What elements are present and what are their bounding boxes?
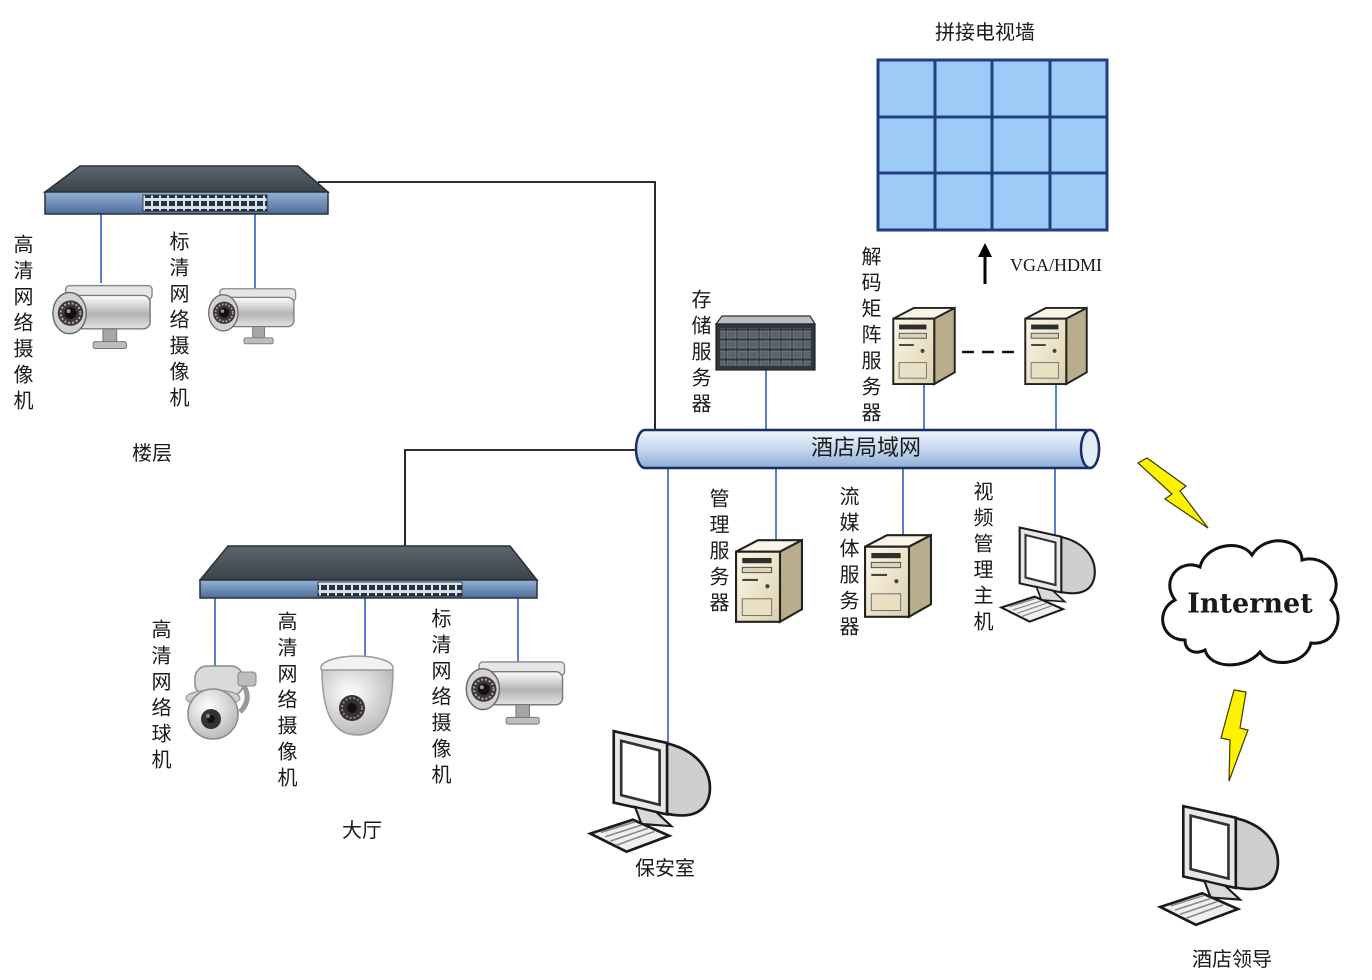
floor-camera-label: 标清网络摄像机 [166, 231, 190, 413]
video-wall-label: 拼接电视墙 [935, 20, 1035, 44]
floor-uplink [318, 181, 656, 431]
floor-camera-label: 高清网络摄像机 [10, 234, 34, 416]
desktop-computer-icon [1000, 526, 1096, 623]
floor-switch [42, 165, 331, 215]
lobby-label: 大厅 [342, 818, 382, 842]
lan-label: 酒店局域网 [810, 436, 922, 461]
video-wall-screen [933, 115, 994, 175]
streaming-server-label: 流媒体服务器 [836, 486, 860, 642]
dome-camera-icon [320, 655, 394, 736]
video-wall-screen [990, 171, 1052, 232]
desktop-computer-icon [1158, 804, 1280, 927]
lobby-switch [198, 545, 539, 599]
video-wall-screen [1048, 115, 1109, 175]
video-wall-screen [990, 115, 1052, 175]
ptz-dome-camera-icon [185, 665, 257, 740]
wireless-link-icon [1220, 689, 1249, 782]
lobby-camera-label: 高清网络球机 [148, 619, 172, 775]
video-host-label: 视频管理主机 [970, 481, 994, 637]
video-wall-screen [1048, 171, 1109, 232]
video-wall-screen [933, 171, 994, 232]
desktop-computer-icon [588, 729, 712, 854]
rack-storage-icon [714, 315, 817, 371]
bullet-camera-icon [207, 287, 297, 345]
wireless-link-icon [1136, 457, 1209, 529]
bullet-camera-icon [465, 660, 566, 726]
internet-label: Internet [1187, 588, 1313, 620]
output-link-label: VGA/HDMI [1010, 255, 1102, 275]
tower-server-icon [1024, 306, 1088, 386]
management-server-label: 管理服务器 [706, 488, 730, 618]
output-arrow-icon [978, 243, 992, 284]
bullet-camera-icon [51, 284, 154, 350]
storage-server-label: 存储服务器 [688, 289, 712, 419]
lobby-camera-label: 标清网络摄像机 [428, 608, 452, 790]
tower-server-icon [892, 306, 956, 386]
video-wall-screen [876, 58, 937, 119]
tower-server-icon [864, 534, 932, 618]
video-wall-screen [876, 171, 937, 232]
decoder-server-label: 解码矩阵服务器 [858, 246, 882, 428]
switch-ports [317, 581, 463, 597]
video-wall-screen [990, 58, 1052, 119]
lan-pipe [634, 428, 1101, 470]
cloud-icon [1161, 539, 1340, 667]
floor-label: 楼层 [132, 441, 172, 465]
lobby-uplink [404, 449, 637, 547]
video-wall-screen [933, 58, 994, 119]
hotel-leader-label: 酒店领导 [1192, 947, 1272, 971]
security-room-label: 保安室 [635, 856, 695, 880]
tower-server-icon [735, 539, 803, 623]
video-wall-screen [876, 115, 937, 175]
video-wall [876, 58, 1109, 232]
switch-ports [142, 194, 268, 212]
lobby-camera-label: 高清网络摄像机 [274, 611, 298, 793]
video-wall-screen [1048, 58, 1109, 119]
